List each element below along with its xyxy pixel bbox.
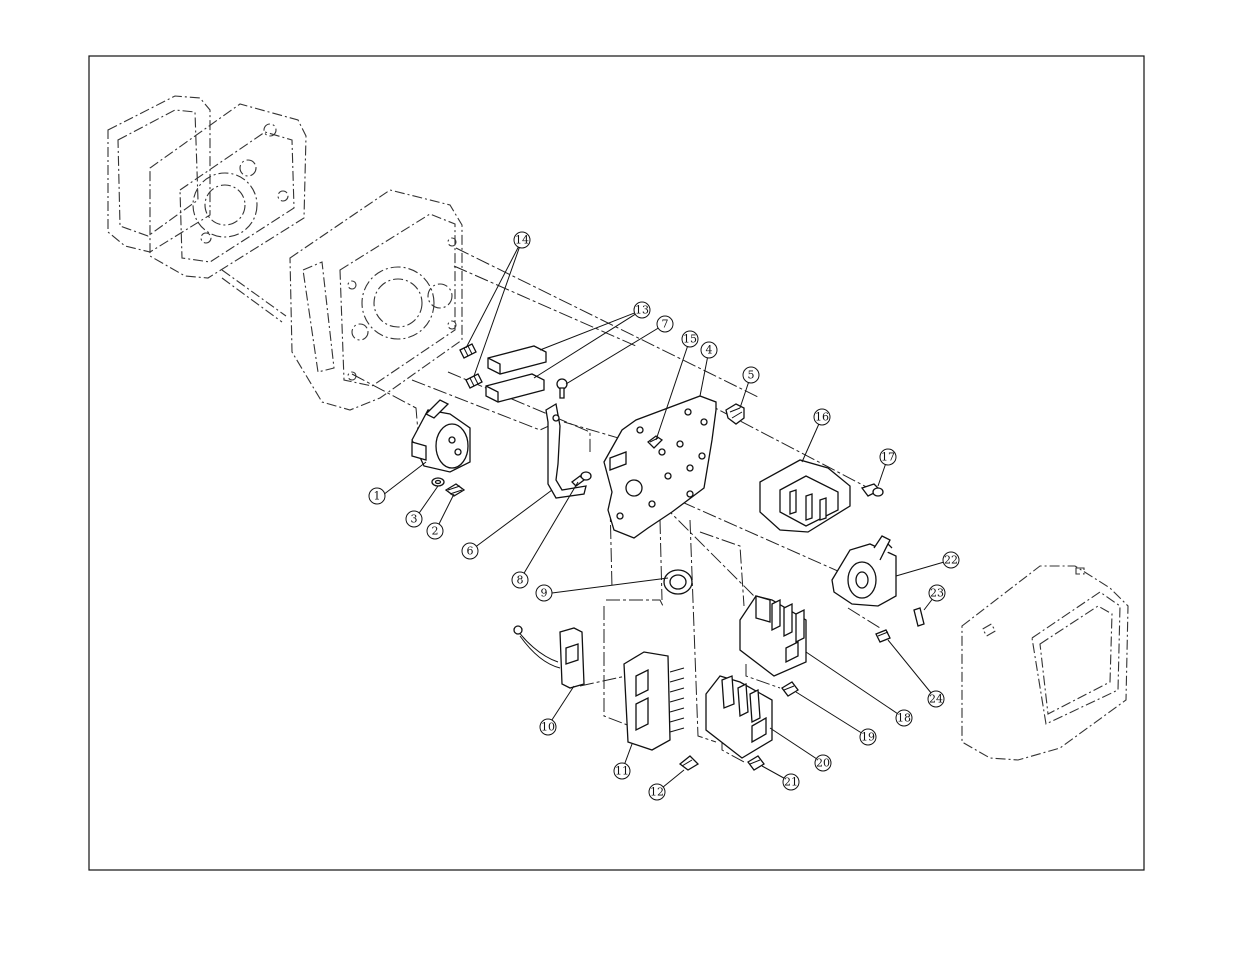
callout-label-19: 19 <box>861 731 875 744</box>
callout-24: 24 <box>928 691 944 707</box>
callout-9: 9 <box>536 585 552 601</box>
callout-3: 3 <box>406 511 422 527</box>
callout-label-17: 17 <box>881 451 895 464</box>
callout-label-22: 22 <box>944 554 958 567</box>
screw-part-7[interactable] <box>557 379 567 398</box>
main-housing-phantom <box>290 190 462 410</box>
standoff-part-5[interactable] <box>726 404 744 424</box>
callout-14: 14 <box>514 232 530 248</box>
thermal-unit-part-10[interactable] <box>514 626 584 688</box>
callout-label-3: 3 <box>411 513 418 526</box>
base-plate-part-4[interactable] <box>604 396 716 538</box>
callout-label-23: 23 <box>930 587 944 600</box>
front-cover-phantom <box>962 566 1128 760</box>
callout-8: 8 <box>512 572 528 588</box>
screw-part-14a[interactable] <box>460 344 476 358</box>
gear-housing-phantom <box>150 104 306 322</box>
washer-part-3[interactable] <box>432 478 444 486</box>
callout-label-9: 9 <box>541 587 548 600</box>
callout-label-21: 21 <box>784 776 798 789</box>
grommet-part-9[interactable] <box>664 570 692 594</box>
callout-label-12: 12 <box>650 786 664 799</box>
relay-part-18[interactable] <box>740 596 806 676</box>
callout-6: 6 <box>462 543 478 559</box>
callout-label-8: 8 <box>517 574 524 587</box>
screw-part-14b[interactable] <box>466 374 482 388</box>
callout-4: 4 <box>701 342 717 358</box>
callout-label-16: 16 <box>815 411 829 424</box>
pin-part-23[interactable] <box>914 608 924 626</box>
terminal-block-part-11[interactable] <box>624 652 684 750</box>
callout-label-5: 5 <box>748 369 755 382</box>
rear-cover-phantom <box>108 96 210 252</box>
callout-22: 22 <box>943 552 959 568</box>
callout-23: 23 <box>929 585 945 601</box>
callout-12: 12 <box>649 784 665 800</box>
callout-label-4: 4 <box>706 344 713 357</box>
callout-label-20: 20 <box>816 757 830 770</box>
callout-label-10: 10 <box>541 721 555 734</box>
bracket-part-6[interactable] <box>546 404 586 498</box>
capacitor-part-22[interactable] <box>832 536 896 606</box>
callout-label-1: 1 <box>374 490 381 503</box>
callout-label-24: 24 <box>929 693 943 706</box>
callout-13: 13 <box>634 302 650 318</box>
callout-label-7: 7 <box>662 318 669 331</box>
callout-21: 21 <box>783 774 799 790</box>
callout-16: 16 <box>814 409 830 425</box>
callout-7: 7 <box>657 316 673 332</box>
callout-label-18: 18 <box>897 712 911 725</box>
callout-5: 5 <box>743 367 759 383</box>
callout-label-14: 14 <box>515 234 529 247</box>
callout-label-2: 2 <box>432 525 439 538</box>
callout-19: 19 <box>860 729 876 745</box>
screw-part-12[interactable] <box>680 756 698 770</box>
callout-label-13: 13 <box>635 304 649 317</box>
callout-20: 20 <box>815 755 831 771</box>
callout-17: 17 <box>880 449 896 465</box>
screw-part-8[interactable] <box>572 472 591 486</box>
motor-part-1[interactable] <box>412 400 470 472</box>
callout-10: 10 <box>540 719 556 735</box>
callout-1: 1 <box>369 488 385 504</box>
screw-part-2[interactable] <box>446 484 464 496</box>
contactor-part-16[interactable] <box>760 460 850 532</box>
screw-part-19[interactable] <box>782 682 798 696</box>
callout-label-15: 15 <box>683 333 697 346</box>
brush-holder-part-13b[interactable] <box>486 374 544 402</box>
callout-15: 15 <box>682 331 698 347</box>
callout-label-11: 11 <box>615 765 629 778</box>
brush-holder-part-13a[interactable] <box>488 346 546 374</box>
callout-11: 11 <box>614 763 630 779</box>
callout-2: 2 <box>427 523 443 539</box>
relay-part-20[interactable] <box>706 676 772 758</box>
callout-18: 18 <box>896 710 912 726</box>
screw-part-21[interactable] <box>748 756 764 770</box>
callout-label-6: 6 <box>467 545 474 558</box>
